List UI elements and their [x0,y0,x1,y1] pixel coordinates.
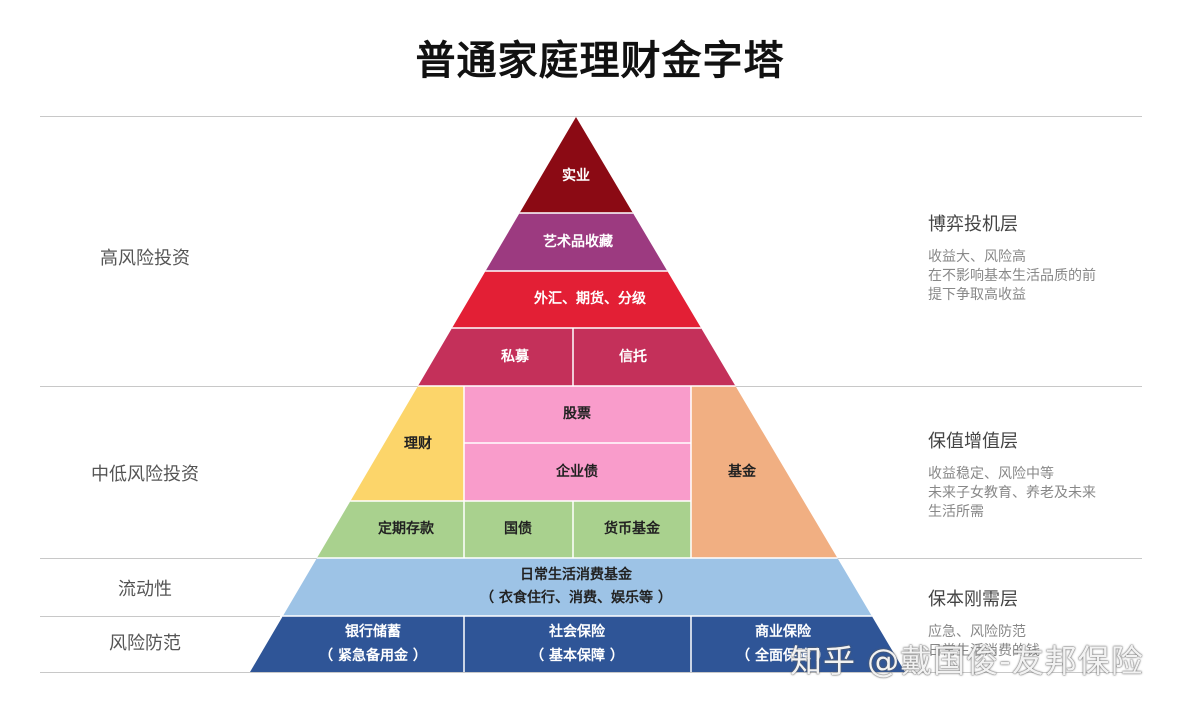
left-label-high-risk: 高风险投资 [100,248,190,269]
label-commercial-insurance-desc: （ 全面保障 ） [736,648,830,664]
block-daily-fund [250,558,905,616]
label-simu: 私募 [501,349,529,365]
right-desc-value-preservation: 收益稳定、风险中等 未来子女教育、养老及未来 生活所需 [928,466,1096,520]
label-jijin: 基金 [728,464,756,480]
block-guozhai [464,501,573,558]
label-commercial-insurance: 商业保险 [755,624,811,640]
block-protection [250,616,905,672]
label-licai: 理财 [404,436,432,452]
block-gupiao [464,386,691,443]
divider-top [40,116,1142,117]
block-qiyezhai [464,443,691,501]
divider-bottom [40,672,1142,673]
left-label-mid-risk: 中低风险投资 [91,464,199,485]
label-shiye: 实业 [562,168,590,184]
label-bank-savings: 银行储蓄 [345,624,401,640]
label-daily-fund-desc: （ 衣食住行、消费、娱乐等 ） [480,590,672,606]
label-social-insurance: 社会保险 [549,624,605,640]
right-title-capital-protection: 保本刚需层 [928,589,1018,610]
block-private-trust [250,328,905,386]
block-huobi [573,501,691,558]
label-dingqi: 定期存款 [378,521,434,537]
page-title: 普通家庭理财金字塔 [415,37,785,84]
right-desc-capital-protection: 应急、风险防范 日常生活消费的钱 [928,624,1040,659]
label-gupiao: 股票 [563,406,591,422]
label-art-collection: 艺术品收藏 [543,234,613,250]
right-title-value-preservation: 保值增值层 [928,431,1018,452]
watermark: 知乎 @戴国俊-友邦保险 [790,642,1144,680]
label-social-insurance-desc: （ 基本保障 ） [530,648,624,664]
divider-liquidity-protection [40,616,280,617]
right-title-speculation: 博弈投机层 [928,214,1018,235]
right-block-speculation: 博弈投机层 收益大、风险高 在不影响基本生活品质的前 提下争取高收益 [928,210,1158,305]
label-qiyezhai: 企业债 [556,464,598,480]
label-bank-savings-desc: （ 紧急备用金 ） [319,648,427,664]
left-label-risk-protection: 风险防范 [109,633,181,654]
label-huobi: 货币基金 [604,521,660,537]
label-daily-fund-title: 日常生活消费基金 [520,567,632,583]
label-xintuo: 信托 [619,349,647,365]
right-desc-speculation: 收益大、风险高 在不影响基本生活品质的前 提下争取高收益 [928,249,1096,303]
right-block-capital-protection: 保本刚需层 应急、风险防范 日常生活消费的钱 [928,585,1158,661]
left-label-liquidity: 流动性 [118,579,172,600]
right-block-value-preservation: 保值增值层 收益稳定、风险中等 未来子女教育、养老及未来 生活所需 [928,427,1158,522]
label-guozhai: 国债 [504,521,532,537]
label-forex-futures: 外汇、期货、分级 [534,291,646,307]
